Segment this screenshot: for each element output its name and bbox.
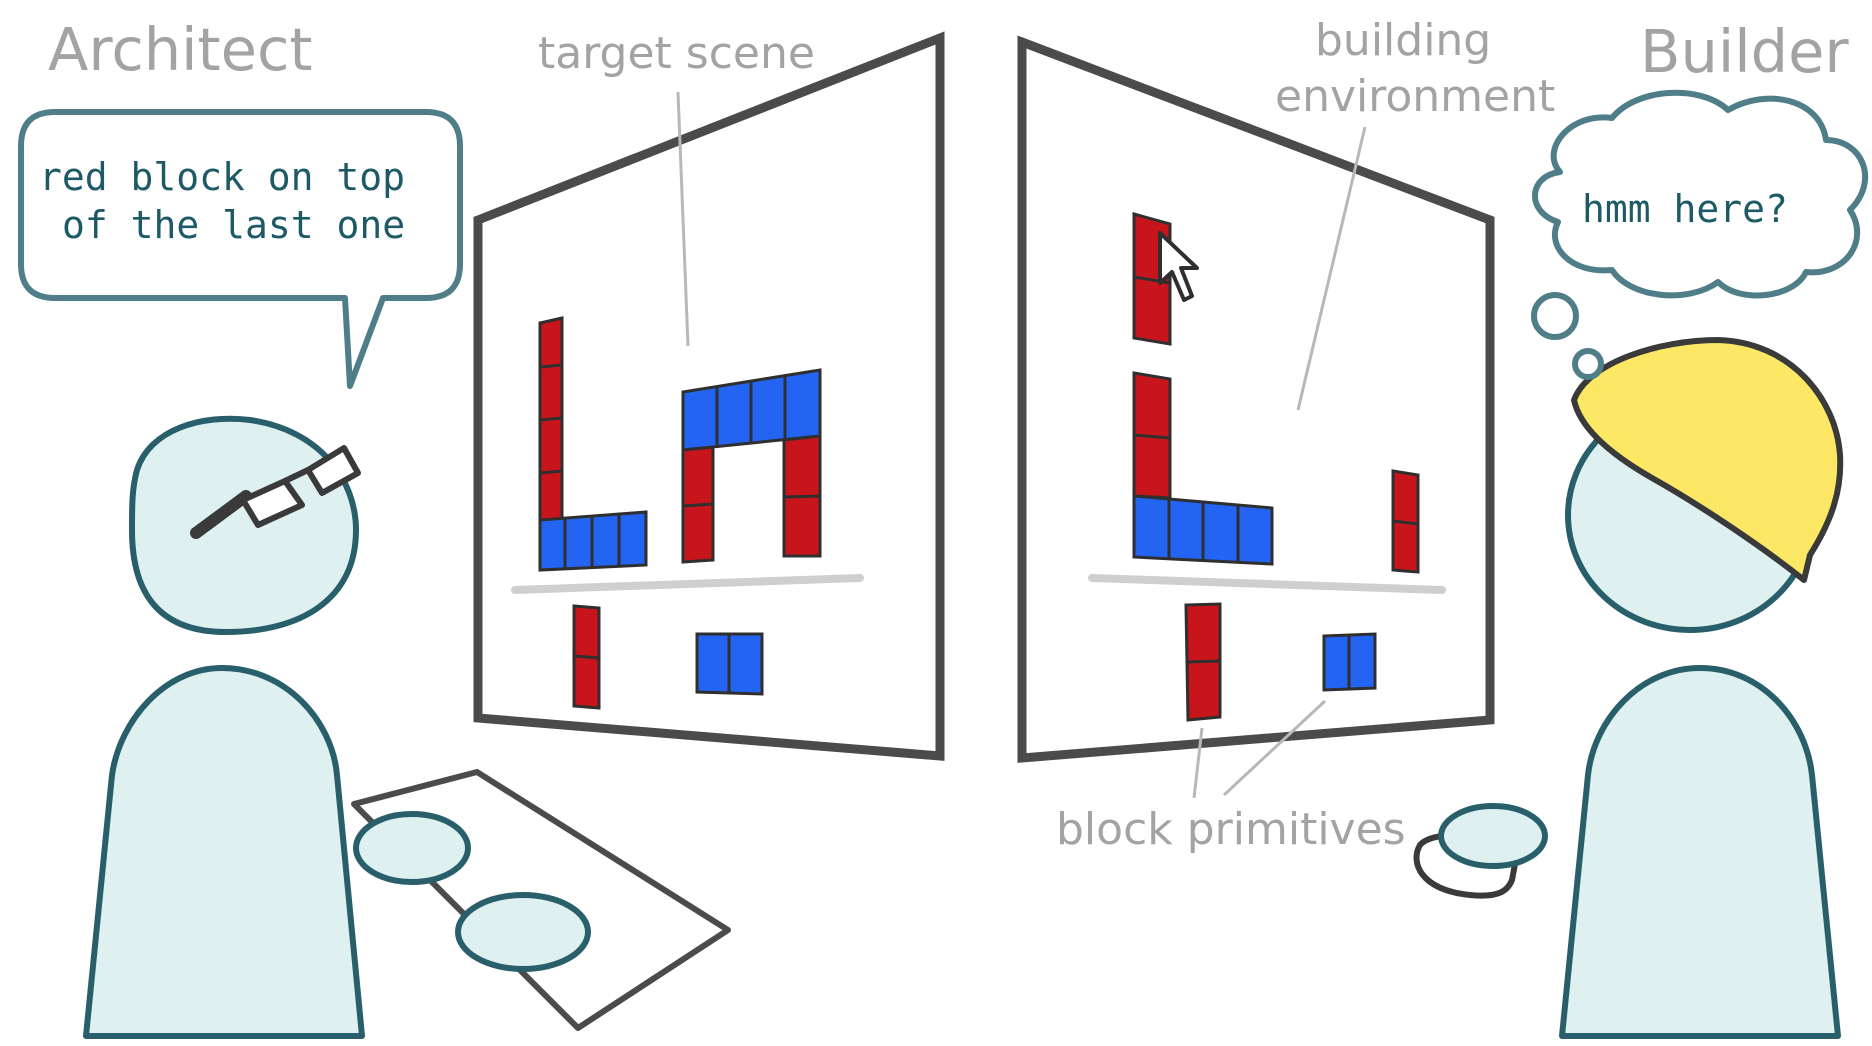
builder-figure (1413, 337, 1844, 1039)
block-primitives-leader (1192, 727, 1204, 799)
target-scene-structure (538, 316, 822, 572)
builder-hand (1438, 803, 1548, 869)
block-primitives-leader (1222, 699, 1327, 797)
glasses-icon (190, 445, 361, 539)
target-scene-leader (676, 91, 690, 347)
architect-hand (455, 892, 591, 972)
building-environment-screen (1017, 35, 1495, 763)
thought-bubble-small (1531, 292, 1579, 340)
architect-body (83, 665, 365, 1039)
hard-hat-icon (1571, 337, 1844, 583)
building-environment-label-line1: building (1315, 15, 1491, 66)
speech-bubble (18, 109, 463, 389)
target-primitives (572, 604, 764, 710)
red-block (538, 316, 564, 536)
block-primitives-label: block primitives (1056, 804, 1406, 855)
target-scene-label: target scene (538, 28, 815, 79)
cursor-icon (1158, 231, 1199, 302)
builder-body (1559, 665, 1841, 1039)
thought-text: hmm here? (1582, 187, 1788, 231)
building-divider (1088, 574, 1446, 594)
building-environment-leader (1296, 126, 1367, 411)
architect-figure (83, 415, 731, 1039)
building-primitives (1184, 602, 1377, 722)
speech-line1: red block on top (39, 155, 405, 199)
speech-line2: of the last one (62, 203, 405, 247)
architect-hand (353, 811, 471, 885)
thought-bubble-tiny (1572, 348, 1604, 380)
architect-head (129, 415, 359, 635)
building-environment-label-line2: environment (1275, 71, 1555, 122)
architect-title: Architect (48, 15, 313, 84)
builder-title: Builder (1640, 17, 1849, 86)
target-divider (511, 574, 864, 594)
thought-cloud (1532, 89, 1869, 299)
